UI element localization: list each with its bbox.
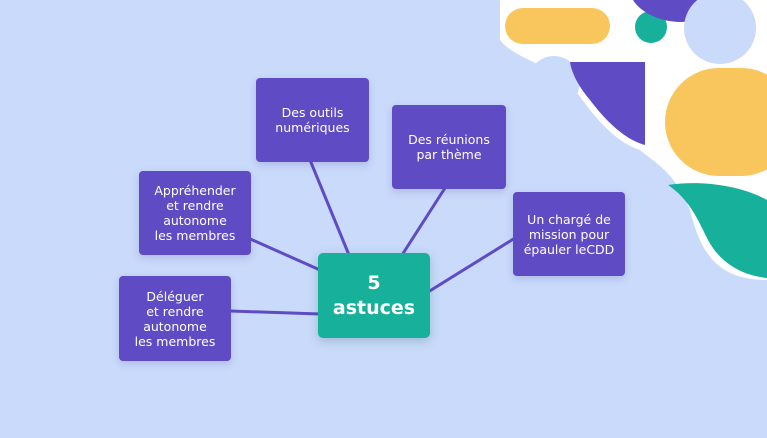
yellow-pill-top: [505, 8, 610, 44]
purple-block: [570, 62, 645, 145]
teal-shape: [668, 183, 767, 278]
center-node-label: 5 astuces: [332, 271, 416, 319]
center-node: 5 astuces: [318, 253, 430, 338]
connector-deleguer: [229, 309, 321, 316]
node-reunions: Des réunions par thème: [392, 105, 506, 189]
node-apprehender-label: Appréhender et rendre autonome les membr…: [154, 183, 236, 243]
connector-apprehender: [247, 236, 321, 272]
node-outils: Des outils numériques: [256, 78, 369, 162]
yellow-pill-large: [665, 68, 767, 176]
node-outils-label: Des outils numériques: [275, 105, 350, 135]
node-deleguer: Déléguer et rendre autonome les membres: [119, 276, 231, 361]
node-apprehender: Appréhender et rendre autonome les membr…: [139, 171, 251, 255]
connector-outils: [308, 159, 351, 256]
teal-dot: [635, 11, 667, 43]
node-reunions-label: Des réunions par thème: [408, 132, 490, 162]
node-charge: Un chargé de mission pour épauler leCDD: [513, 192, 625, 276]
connector-reunions: [400, 187, 447, 256]
node-deleguer-label: Déléguer et rendre autonome les membres: [134, 288, 216, 349]
connector-charge: [427, 236, 516, 294]
node-charge-label: Un chargé de mission pour épauler leCDD: [523, 211, 615, 257]
blue-circle-top: [684, 0, 756, 64]
blue-circle-mid: [528, 56, 580, 108]
